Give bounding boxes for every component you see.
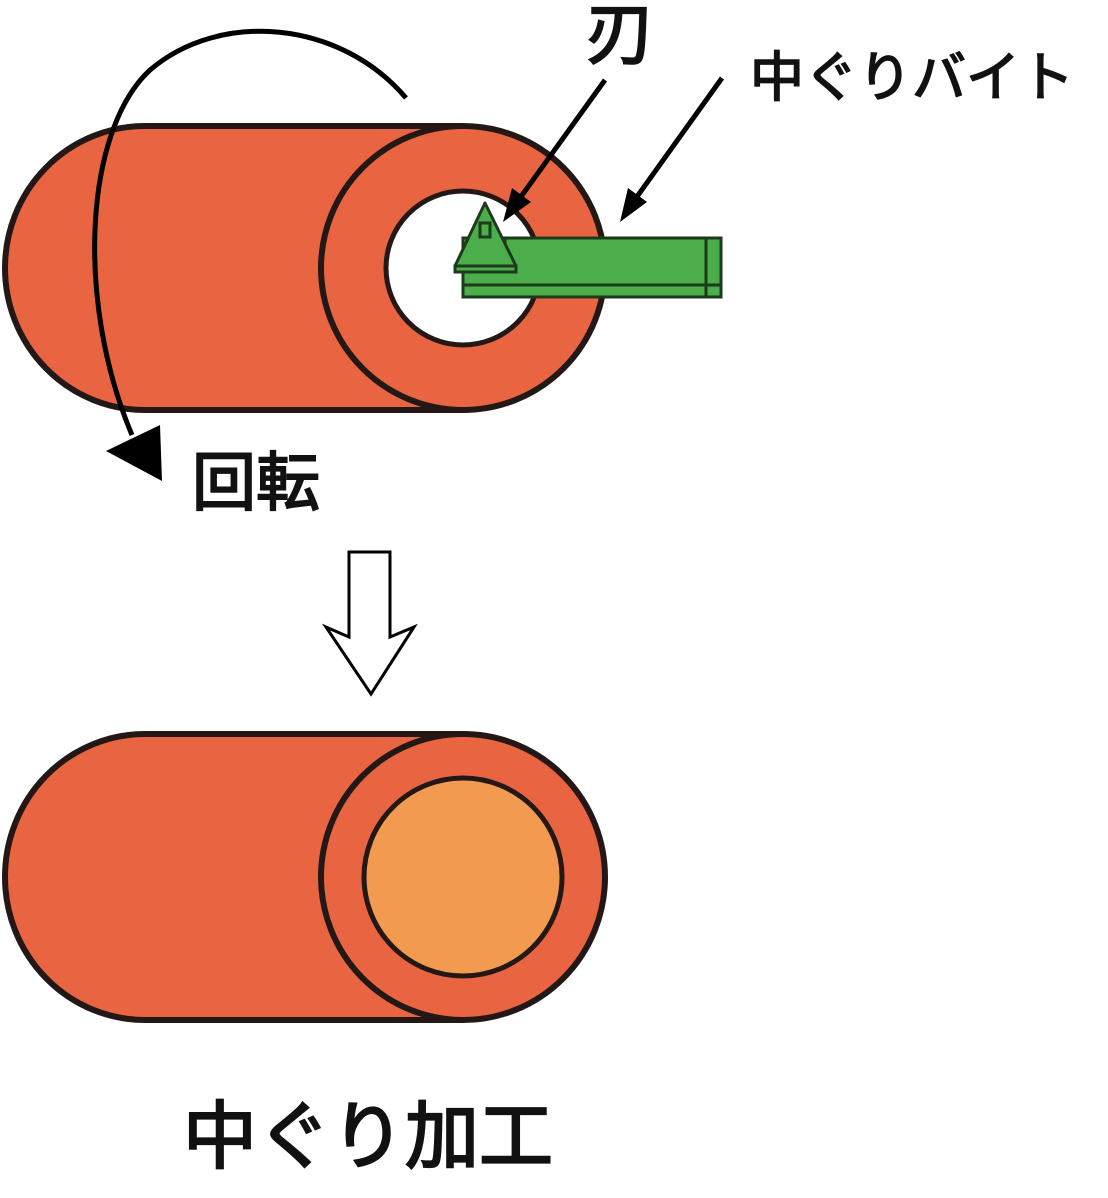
workpiece-before [2, 123, 608, 413]
process-title: 中ぐり加工 [183, 1094, 553, 1180]
process-down-arrow [321, 550, 418, 697]
cutting-insert-hole [478, 221, 492, 239]
tool-pointer-arrowhead [620, 188, 647, 222]
machined-bore [361, 775, 565, 979]
blade-pointer-line [517, 78, 608, 200]
boring-tool [453, 201, 723, 299]
tool-pointer-line [633, 76, 725, 200]
blade-label: 刃 [586, 0, 654, 75]
rotation-label: 回転 [192, 447, 320, 521]
workpiece-after [2, 731, 608, 1023]
tool-pointer [620, 76, 725, 222]
blade-pointer [503, 78, 608, 222]
cutting-insert-base [453, 264, 518, 274]
rotation-arrow [92, 28, 408, 481]
boring-tool-label: 中ぐりバイト [750, 46, 1074, 109]
blade-pointer-arrowhead [503, 188, 531, 222]
rotation-arrowhead [106, 425, 162, 481]
tool-shank-lower [461, 283, 723, 299]
rotation-arc [92, 28, 408, 436]
